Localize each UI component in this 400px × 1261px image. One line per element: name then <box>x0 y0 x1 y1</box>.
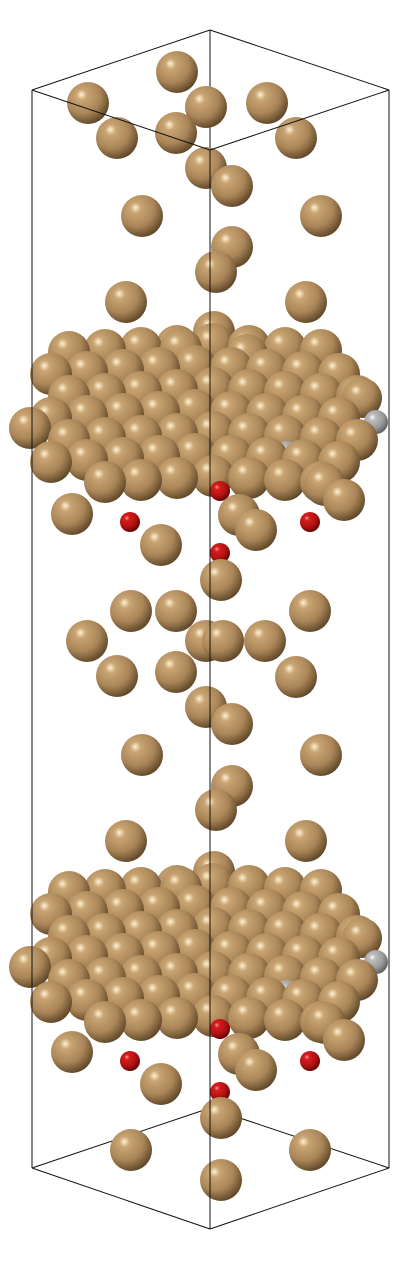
metal-atom <box>200 1159 242 1201</box>
metal-atom <box>235 1049 277 1091</box>
metal-atom <box>156 51 198 93</box>
metal-atom <box>121 195 163 237</box>
oxygen-atom <box>120 1051 140 1071</box>
metal-atom <box>84 1001 126 1043</box>
metal-atom <box>155 112 197 154</box>
oxygen-atom <box>210 481 230 501</box>
metal-atom <box>51 493 93 535</box>
metal-atom <box>228 457 270 499</box>
unit-cell-front-edges <box>31 89 390 1230</box>
metal-atom <box>110 1129 152 1171</box>
metal-atom <box>9 946 51 988</box>
atoms-layer <box>9 51 388 1201</box>
metal-atom <box>96 655 138 697</box>
cell-edge <box>31 1167 211 1230</box>
metal-atom <box>300 195 342 237</box>
metal-atom <box>121 734 163 776</box>
cell-edge <box>209 89 390 151</box>
metal-atom <box>235 509 277 551</box>
metal-atom <box>200 559 242 601</box>
metal-atom <box>195 789 237 831</box>
metal-atom <box>155 651 197 693</box>
metal-atom <box>200 1097 242 1139</box>
metal-atom <box>120 999 162 1041</box>
metal-atom <box>84 461 126 503</box>
metal-atom <box>30 441 72 483</box>
metal-atom <box>323 479 365 521</box>
metal-atom <box>246 82 288 124</box>
cell-edge <box>31 29 211 91</box>
metal-atom <box>156 997 198 1039</box>
metal-atom <box>9 407 51 449</box>
oxygen-atom <box>300 1051 320 1071</box>
metal-atom <box>264 999 306 1041</box>
metal-atom <box>105 281 147 323</box>
metal-atom <box>285 281 327 323</box>
metal-atom <box>228 997 270 1039</box>
metal-atom <box>195 251 237 293</box>
oxygen-atom <box>300 512 320 532</box>
oxygen-atom <box>210 1019 230 1039</box>
metal-atom <box>185 86 227 128</box>
metal-atom <box>156 457 198 499</box>
metal-atom <box>211 703 253 745</box>
metal-atom <box>51 1031 93 1073</box>
metal-atom <box>96 117 138 159</box>
metal-atom <box>264 459 306 501</box>
metal-atom <box>323 1019 365 1061</box>
cell-edge <box>209 29 390 91</box>
metal-atom <box>140 1063 182 1105</box>
metal-atom <box>289 590 331 632</box>
metal-atom <box>140 524 182 566</box>
metal-atom <box>275 656 317 698</box>
oxygen-atom <box>120 512 140 532</box>
metal-atom <box>211 165 253 207</box>
metal-atom <box>67 82 109 124</box>
metal-atom <box>120 459 162 501</box>
metal-atom <box>110 590 152 632</box>
metal-atom <box>202 620 244 662</box>
metal-atom <box>66 620 108 662</box>
metal-atom <box>275 117 317 159</box>
metal-atom <box>285 820 327 862</box>
metal-atom <box>105 820 147 862</box>
metal-atom <box>300 734 342 776</box>
metal-atom <box>30 981 72 1023</box>
metal-atom <box>244 620 286 662</box>
oxygen-atom <box>210 1082 230 1102</box>
cell-edge <box>209 1167 390 1230</box>
oxygen-atom <box>210 543 230 563</box>
cell-edge <box>31 89 211 151</box>
metal-atom <box>289 1129 331 1171</box>
metal-atom <box>155 590 197 632</box>
